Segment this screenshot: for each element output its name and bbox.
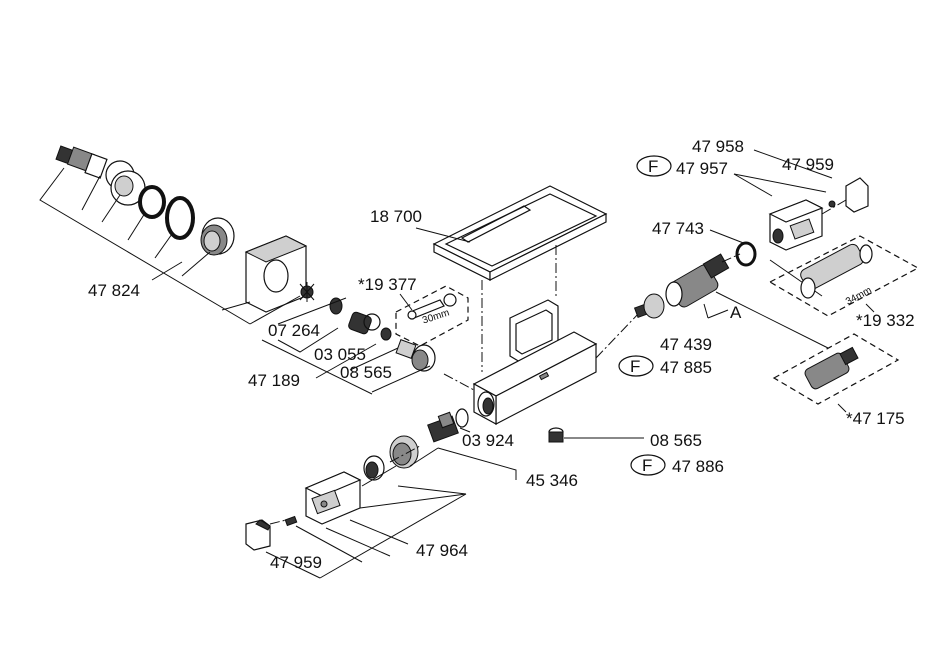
- threaded-nut-part: [201, 218, 234, 255]
- glass-shelf-part: [434, 186, 606, 280]
- right-valve-group: [635, 150, 868, 348]
- check-valve-right-part: [635, 294, 664, 318]
- f-marker-47886: F 47 886: [631, 455, 724, 476]
- label-03924: 03 924: [462, 431, 514, 450]
- thermostatic-cartridge-part: [666, 254, 729, 309]
- o-ring-part: [140, 187, 164, 217]
- square-escutcheon-part: [246, 236, 306, 312]
- label-47439: 47 439: [660, 335, 712, 354]
- f-mark-label: F: [642, 456, 652, 475]
- label-47957: 47 957: [676, 159, 728, 178]
- label-18700: 18 700: [370, 207, 422, 226]
- f-mark-label: F: [648, 157, 658, 176]
- label-19377: *19 377: [358, 275, 417, 294]
- plug-part: [549, 428, 563, 442]
- label-08565-bottom: 08 565: [650, 431, 702, 450]
- f-mark-label: F: [630, 357, 640, 376]
- label-47959-top: 47 959: [782, 155, 834, 174]
- handle-right-part: [770, 200, 822, 250]
- stop-ring-part: [364, 456, 384, 480]
- label-47964: 47 964: [416, 541, 468, 560]
- cap-part: [246, 520, 270, 550]
- f-marker-47957: F 47 957: [637, 156, 728, 178]
- seat-part: [456, 409, 468, 427]
- screw-part: [285, 516, 296, 525]
- label-47743: 47 743: [652, 219, 704, 238]
- o-ring-part: [167, 198, 193, 238]
- spindle-part: [56, 146, 107, 178]
- label-47959-bottom: 47 959: [270, 553, 322, 572]
- handle-part: [306, 472, 360, 524]
- label-47886: 47 886: [672, 457, 724, 476]
- mixer-body: [434, 186, 640, 424]
- hex-size-label: 34mm: [844, 285, 874, 308]
- label-07264: 07 264: [268, 321, 320, 340]
- label-08565-top: 08 565: [340, 363, 392, 382]
- spare-cartridge-box: [774, 334, 898, 404]
- label-47885: 47 885: [660, 358, 712, 377]
- label-47958: 47 958: [692, 137, 744, 156]
- left-cartridge-group: [40, 146, 435, 371]
- thermo-element-part: [428, 412, 459, 442]
- nut-part: [412, 345, 435, 371]
- label-47824: 47 824: [88, 281, 140, 300]
- marker-a: A: [730, 303, 742, 322]
- label-47189: 47 189: [248, 371, 300, 390]
- label-19332: *19 332: [856, 311, 915, 330]
- wrench-tool: 30mm: [396, 286, 468, 346]
- check-valve-part: [348, 311, 391, 340]
- f-marker-47885: F 47 885: [619, 356, 712, 377]
- label-45346: 45 346: [526, 471, 578, 490]
- label-47175: *47 175: [846, 409, 905, 428]
